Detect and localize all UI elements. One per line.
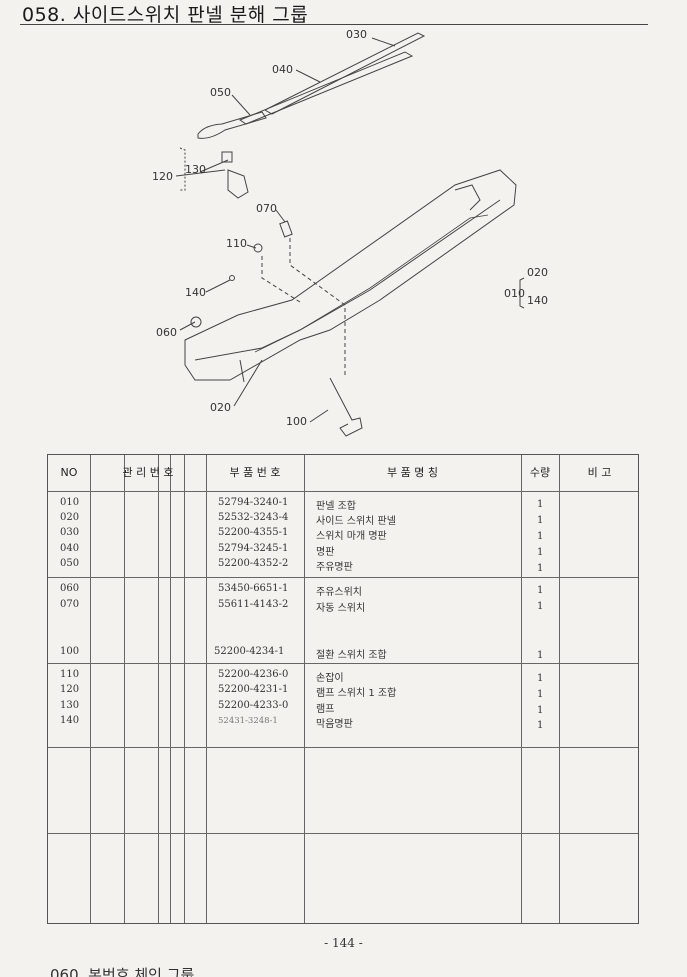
row-part-number: 52431-3248-1	[218, 716, 278, 726]
row-quantity: 1	[537, 585, 544, 596]
row-part-name: 주유스위치	[316, 587, 362, 598]
row-part-number: 52532-3243-4	[218, 512, 289, 523]
row-part-name: 손잡이	[316, 673, 344, 684]
header-quantity: 수량	[529, 466, 551, 479]
part-020-panel	[184, 169, 517, 381]
row-part-name: 막음명판	[316, 719, 353, 730]
row-part-number: 52200-4233-0	[218, 700, 289, 711]
callout-010: 010	[504, 287, 525, 300]
row-quantity: 1	[537, 673, 544, 684]
parts-table: NO 관 리 번 호 부 품 번 호 부 품 명 칭 수량 비 고 010 52…	[47, 454, 639, 924]
next-section-title-fragment: 060. 본번호 체인 그룹	[50, 966, 195, 977]
row-quantity: 1	[537, 515, 544, 526]
part-070-switch	[279, 220, 293, 238]
row-no: 050	[60, 558, 80, 569]
row-quantity: 1	[537, 720, 544, 731]
part-130-lamp	[221, 151, 233, 163]
part-100-switch	[329, 377, 363, 437]
row-no: 110	[60, 669, 80, 680]
part-140-cap	[229, 275, 235, 281]
row-no: 140	[60, 715, 80, 726]
callout-030: 030	[346, 28, 367, 41]
row-part-name: 자동 스위치	[316, 603, 366, 614]
header-no: NO	[60, 466, 78, 479]
callout-120: 120	[152, 170, 173, 183]
part-050-plate	[197, 111, 267, 139]
callout-010-sub-140: 140	[527, 294, 548, 307]
row-no: 120	[60, 684, 80, 695]
row-part-number: 55611-4143-2	[218, 599, 289, 610]
callout-010-sub-020: 020	[527, 266, 548, 279]
row-no: 130	[60, 700, 80, 711]
callout-040: 040	[272, 63, 293, 76]
header-part-number: 부 품 번 호	[229, 466, 281, 479]
header-remark: 비 고	[587, 466, 612, 479]
row-part-name: 명판	[316, 547, 335, 558]
row-part-name: 램프 스위치 1 조합	[316, 688, 397, 699]
row-part-number: 52200-4231-1	[218, 684, 289, 695]
page-number: - 144 -	[324, 936, 363, 950]
part-030-plate	[263, 32, 426, 115]
header-part-name: 부 품 명 칭	[387, 466, 438, 479]
row-part-name: 주유명판	[316, 562, 353, 573]
row-part-number: 52200-4355-1	[218, 527, 289, 538]
exploded-parts-diagram: 030 040 050 120 130 070 110 140 060 020 …	[152, 28, 548, 437]
row-part-number: 53450-6651-1	[218, 583, 289, 594]
row-part-name: 판넬 조합	[316, 501, 356, 512]
row-part-number: 52200-4236-0	[218, 669, 289, 680]
callout-130: 130	[185, 163, 206, 176]
row-quantity: 1	[537, 499, 544, 510]
row-part-number: 52794-3245-1	[218, 543, 289, 554]
part-120-switch	[227, 169, 249, 199]
callout-140: 140	[185, 286, 206, 299]
part-060-switch	[190, 316, 202, 328]
callout-060: 060	[156, 326, 177, 339]
row-no: 100	[60, 646, 80, 657]
row-no: 020	[60, 512, 80, 523]
row-part-name: 램프	[316, 704, 335, 715]
page-header-title: 058. 사이드스위치 판넬 분해 그룹	[22, 4, 309, 26]
row-part-name: 절환 스위치 조합	[316, 650, 387, 661]
callout-100: 100	[286, 415, 307, 428]
row-quantity: 1	[537, 547, 544, 558]
row-no: 060	[60, 583, 80, 594]
row-part-number: 52200-4352-2	[218, 558, 289, 569]
callout-020: 020	[210, 401, 231, 414]
row-part-name: 사이드 스위치 판넬	[316, 516, 396, 527]
callout-050: 050	[210, 86, 231, 99]
row-no: 040	[60, 543, 80, 554]
row-quantity: 1	[537, 601, 544, 612]
row-no: 030	[60, 527, 80, 538]
part-110-knob	[253, 243, 263, 253]
row-no: 010	[60, 497, 80, 508]
row-part-number: 52794-3240-1	[218, 497, 289, 508]
row-quantity: 1	[537, 689, 544, 700]
row-quantity: 1	[537, 531, 544, 542]
part-040-plate	[238, 51, 414, 125]
row-no: 070	[60, 599, 80, 610]
row-quantity: 1	[537, 705, 544, 716]
callout-110: 110	[226, 237, 247, 250]
row-quantity: 1	[537, 563, 544, 574]
row-quantity: 1	[537, 650, 544, 661]
header-management-number: 관 리 번 호	[122, 466, 174, 479]
callout-070: 070	[256, 202, 277, 215]
row-part-number: 52200-4234-1	[214, 646, 285, 657]
row-part-name: 스위치 마개 명판	[316, 531, 387, 542]
header-rule	[20, 24, 648, 25]
